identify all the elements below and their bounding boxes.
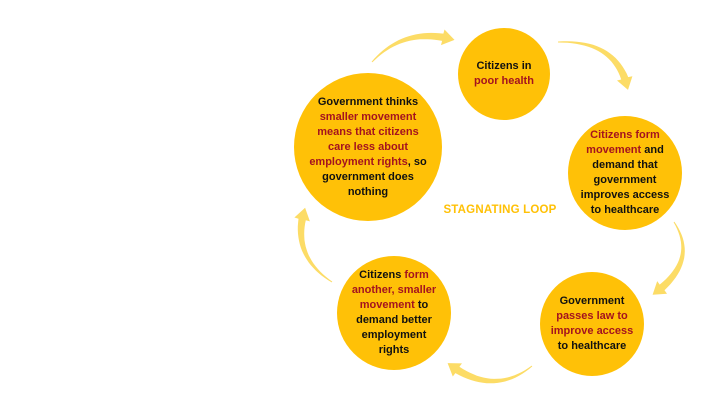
plain-text: , so government does nothing [322,155,427,198]
arrow-movement-to-law-icon [558,41,633,90]
plain-text: Government [559,295,625,307]
plain-text: Citizens [359,269,405,281]
node-citizens-form-smaller-movement: Citizens form another, smaller movement … [337,256,451,370]
node-text: Citizens form another, smaller movement … [349,268,439,358]
node-government-does-nothing: Government thinks smaller movement means… [294,73,442,221]
plain-text: Citizens in [476,60,532,72]
arrow-nothing-to-health-icon [294,207,333,283]
stagnating-loop-label: STAGNATING LOOP [443,204,557,216]
node-text: Government passes law to improve access … [550,294,634,354]
node-text: Government thinks smaller movement means… [308,95,428,200]
highlighted-text: smaller movement means that citizens car… [309,110,419,168]
node-government-passes-law: Government passes law to improve access … [540,272,644,376]
node-citizens-form-movement: Citizens form movement and demand that g… [568,116,682,230]
plain-text: and demand that government improves acce… [580,144,670,216]
arrow-health-to-movement-icon [371,29,455,63]
plain-text: to demand better employment rights [356,299,432,356]
plain-text: Government thinks [317,95,419,108]
arrow-smaller-movement-to-nothing-icon [447,363,533,384]
arrow-law-to-smaller-movement-icon [652,221,685,295]
highlighted-text: poor health [474,75,534,87]
highlighted-text: Citizens form movement [586,129,660,156]
node-text: Citizens in poor health [468,59,540,89]
node-text: Citizens form movement and demand that g… [578,128,672,218]
highlighted-text: form another, smaller movement [351,269,437,311]
plain-text: to healthcare [557,340,627,352]
highlighted-text: passes law to improve access [550,310,634,337]
node-citizens-poor-health: Citizens in poor health [458,28,550,120]
